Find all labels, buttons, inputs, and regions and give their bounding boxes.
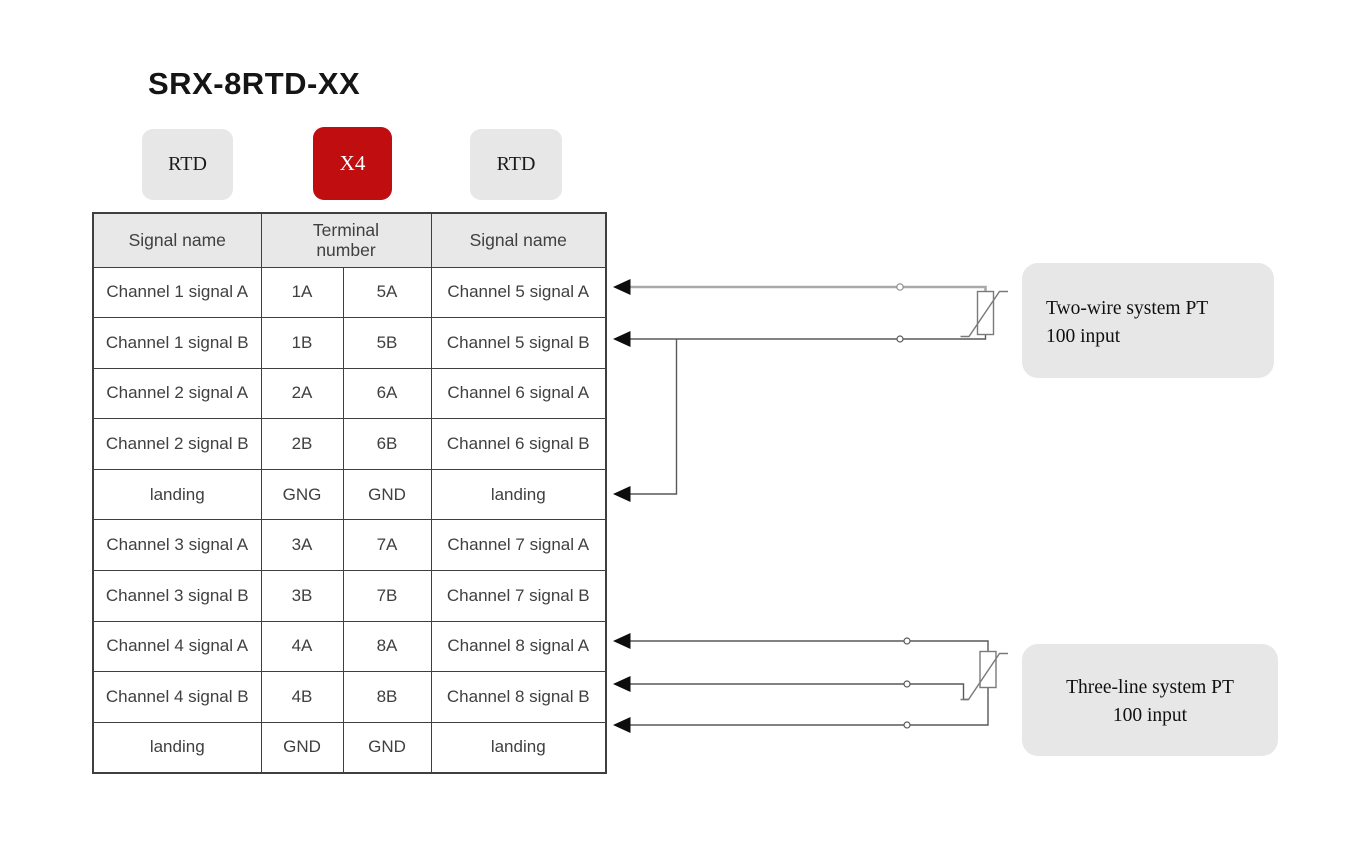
- terminal-number-cell: 5B: [342, 317, 432, 369]
- three-line-circuit: [613, 633, 1008, 733]
- note-line: Three-line system PT: [1066, 677, 1234, 698]
- signal-name-left-cell: Channel 1 signal A: [92, 266, 262, 319]
- arrow-left-icon: [613, 676, 631, 692]
- arrow-left-icon: [613, 486, 631, 502]
- terminal-number-cell: 1A: [260, 266, 344, 319]
- terminal-number-cell: GND: [342, 721, 432, 774]
- arrow-left-icon: [613, 633, 631, 649]
- wire-channel5b: [622, 334, 987, 340]
- note-line: 100 input: [1046, 326, 1121, 347]
- signal-name-right-cell: Channel 7 signal B: [430, 570, 607, 622]
- terminal-node-icon: [903, 721, 911, 729]
- arrow-left-icon: [613, 717, 631, 733]
- x4-connector-badge: X4: [313, 127, 392, 200]
- terminal-number-cell: 3B: [260, 570, 344, 622]
- terminal-number-cell: 1B: [260, 317, 344, 369]
- signal-name-right-cell: landing: [430, 721, 607, 774]
- table-header-row: Signal name Terminal number Signal name: [92, 212, 607, 268]
- signal-name-left-cell: Channel 4 signal B: [92, 671, 262, 723]
- terminal-number-cell: 2A: [260, 367, 344, 420]
- rtd-sensor-diagonal: [960, 652, 1008, 701]
- terminal-number-cell: 4A: [260, 620, 344, 673]
- terminal-signal-table: Signal name Terminal number Signal name …: [92, 212, 607, 774]
- signal-name-right-cell: Channel 5 signal B: [430, 317, 607, 369]
- rtd-sensor-icon: [976, 290, 995, 336]
- header-terminal-number: Terminal number: [260, 212, 432, 268]
- terminal-node-icon: [903, 680, 911, 688]
- two-wire-circuit: [613, 279, 1008, 502]
- signal-name-right-cell: Channel 6 signal B: [430, 418, 607, 470]
- note-line: 100 input: [1112, 705, 1188, 726]
- note-line: Two-wire system PT: [1046, 298, 1209, 319]
- signal-name-left-cell: Channel 1 signal B: [92, 317, 262, 369]
- signal-name-left-cell: Channel 4 signal A: [92, 620, 262, 673]
- header-signal-name-right: Signal name: [430, 212, 607, 268]
- signal-name-left-cell: landing: [92, 721, 262, 774]
- terminal-number-cell: 3A: [260, 519, 344, 572]
- rtd-sensor-diagonal: [960, 290, 1008, 338]
- terminal-number-cell: 8A: [342, 620, 432, 673]
- rtd-sensor-icon: [979, 650, 997, 689]
- signal-name-right-cell: Channel 6 signal A: [430, 367, 607, 420]
- three-line-note: Three-line system PT 100 input: [1022, 644, 1278, 756]
- signal-name-left-cell: Channel 3 signal A: [92, 519, 262, 572]
- signal-name-left-cell: Channel 2 signal B: [92, 418, 262, 470]
- signal-name-left-cell: Channel 2 signal A: [92, 367, 262, 420]
- terminal-node-icon: [903, 637, 911, 645]
- signal-name-right-cell: landing: [430, 468, 607, 521]
- rtd-badge-right: RTD: [470, 129, 562, 200]
- signal-name-right-cell: Channel 8 signal B: [430, 671, 607, 723]
- terminal-number-cell: 6B: [342, 418, 432, 470]
- signal-name-right-cell: Channel 7 signal A: [430, 519, 607, 572]
- terminal-number-cell: GND: [342, 468, 432, 521]
- terminal-number-cell: GNG: [260, 468, 344, 521]
- wire-channel8b: [622, 683, 969, 701]
- signal-name-left-cell: Channel 3 signal B: [92, 570, 262, 622]
- terminal-number-cell: 2B: [260, 418, 344, 470]
- wire-landing: [622, 687, 989, 726]
- wire-channel8a: [622, 640, 989, 652]
- arrow-left-icon: [613, 331, 631, 347]
- signal-name-left-cell: landing: [92, 468, 262, 521]
- terminal-number-cell: 4B: [260, 671, 344, 723]
- page-title: SRX-8RTD-XX: [148, 66, 361, 101]
- terminal-node-icon: [896, 335, 904, 343]
- terminal-node-icon: [896, 283, 904, 291]
- terminal-number-cell: 8B: [342, 671, 432, 723]
- terminal-number-cell: 5A: [342, 266, 432, 319]
- signal-name-right-cell: Channel 5 signal A: [430, 266, 607, 319]
- wire-channel5a: [622, 285, 987, 292]
- terminal-number-cell: 6A: [342, 367, 432, 420]
- two-wire-note: Two-wire system PT 100 input: [1022, 263, 1274, 378]
- header-signal-name-left: Signal name: [92, 212, 262, 268]
- terminal-number-cell: 7A: [342, 519, 432, 572]
- arrow-left-icon: [613, 279, 631, 295]
- rtd-badge-left: RTD: [142, 129, 233, 200]
- signal-name-right-cell: Channel 8 signal A: [430, 620, 607, 673]
- wire-landing-branch: [622, 339, 678, 495]
- terminal-number-cell: GND: [260, 721, 344, 774]
- terminal-number-cell: 7B: [342, 570, 432, 622]
